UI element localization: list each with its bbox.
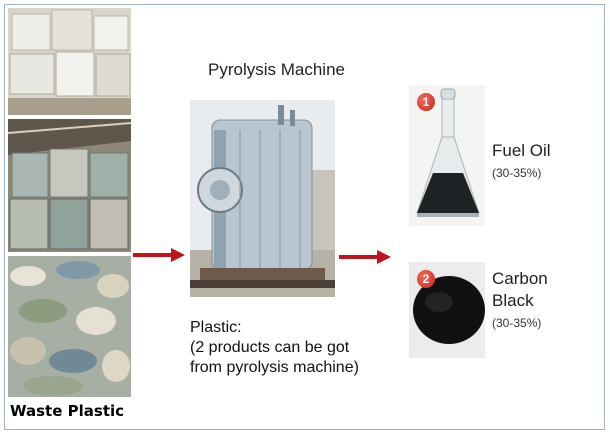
waste-plastic-photo-stacks <box>8 119 131 252</box>
waste-plastic-photo-pile <box>8 256 131 397</box>
note-line-3: from pyrolysis machine) <box>190 359 359 376</box>
carbon-black-line-2: Black <box>492 291 534 310</box>
product-number-badge-2: 2 <box>417 270 435 288</box>
product-name-carbon-black: Carbon Black <box>492 268 548 312</box>
product-number-badge-1: 1 <box>417 93 435 111</box>
machine-note: Plastic: (2 products can be got from pyr… <box>190 318 359 378</box>
bales-illustration <box>8 8 131 115</box>
arrow-to-machine <box>133 248 185 262</box>
note-line-1: Plastic: <box>190 319 242 336</box>
carbon-black-line-1: Carbon <box>492 269 548 288</box>
arrow-to-products <box>339 250 391 264</box>
product-percent-fuel-oil: (30-35%) <box>492 166 542 180</box>
pile-illustration <box>8 256 131 397</box>
product-percent-carbon-black: (30-35%) <box>492 316 542 330</box>
stacks-illustration <box>8 119 131 252</box>
waste-plastic-caption: Waste Plastic <box>10 402 125 420</box>
machine-illustration <box>190 100 335 297</box>
pyrolysis-machine-photo <box>190 100 335 297</box>
waste-plastic-photo-bales <box>8 8 131 115</box>
note-line-2: (2 products can be got <box>190 339 350 356</box>
machine-title: Pyrolysis Machine <box>208 60 345 79</box>
product-name-fuel-oil: Fuel Oil <box>492 141 551 160</box>
